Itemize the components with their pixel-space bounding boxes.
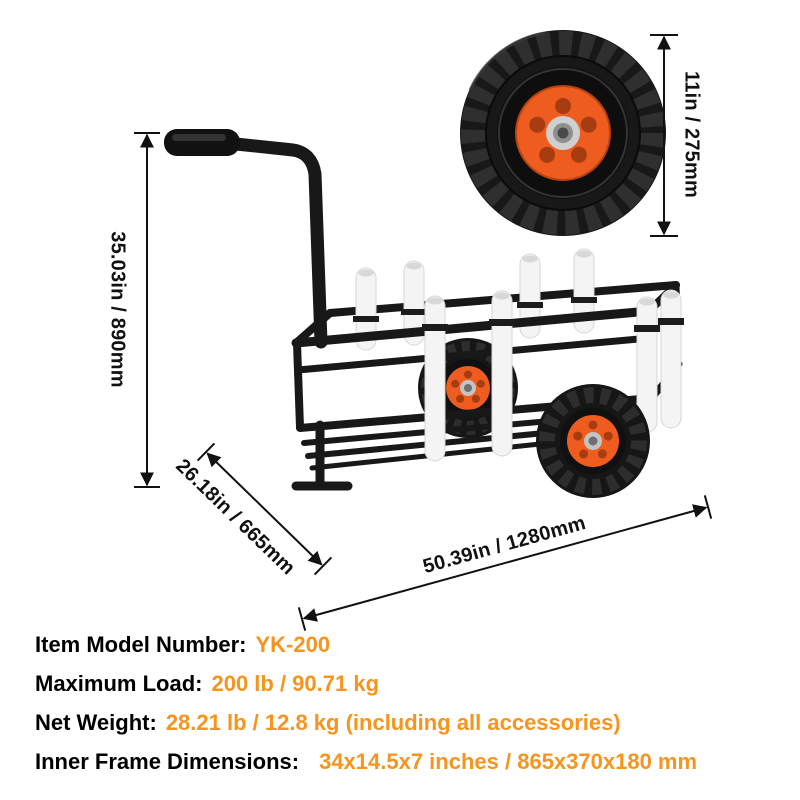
dimension-line-height xyxy=(134,132,160,488)
detail-tread xyxy=(461,31,665,235)
spec-value: YK-200 xyxy=(255,632,331,657)
handle-tube xyxy=(229,137,328,349)
spec-value: 200 lb / 90.71 kg xyxy=(211,671,380,696)
spec-list: Item Model Number: YK-200 Maximum Load: 20… xyxy=(35,632,697,774)
mid-rail xyxy=(294,334,654,374)
handle-grip-highlight xyxy=(172,134,226,141)
spec-label: Net Weight: xyxy=(35,710,157,735)
spec-row-inner-frame: Inner Frame Dimensions: 34x14.5x7 inches … xyxy=(35,749,697,774)
spec-value: 28.21 lb / 12.8 kg (including all access… xyxy=(165,710,621,735)
spec-row-max-load: Maximum Load: 200 lb / 90.71 kg xyxy=(35,671,697,696)
detail-axle-center xyxy=(557,127,569,139)
front-rail xyxy=(291,306,654,348)
spec-value: 34x14.5x7 inches / 865x370x180 mm xyxy=(319,749,698,774)
rod-holders-front xyxy=(422,289,684,462)
spec-label: Inner Frame Dimensions: xyxy=(35,749,300,774)
wheel-detail xyxy=(460,30,666,236)
handle-grip xyxy=(164,129,240,156)
detail-tire-highlight xyxy=(468,31,546,91)
detail-tread-groove xyxy=(485,55,641,211)
dimension-line-length xyxy=(297,495,713,631)
dimension-label-wheel: 11in / 275mm xyxy=(680,71,703,198)
spec-row-net-weight: Net Weight: 28.21 lb / 12.8 kg (including… xyxy=(35,710,697,735)
spec-row-model: Item Model Number: YK-200 xyxy=(35,632,697,657)
dimension-line-wheel xyxy=(650,34,678,237)
detail-hub-holes xyxy=(529,98,597,163)
front-wheel xyxy=(536,384,650,498)
spec-label: Item Model Number: xyxy=(35,632,247,657)
spec-label: Maximum Load: xyxy=(35,671,203,696)
detail-sidewall-ring xyxy=(498,68,628,198)
dimension-label-height: 35.03in / 890mm xyxy=(106,231,129,388)
